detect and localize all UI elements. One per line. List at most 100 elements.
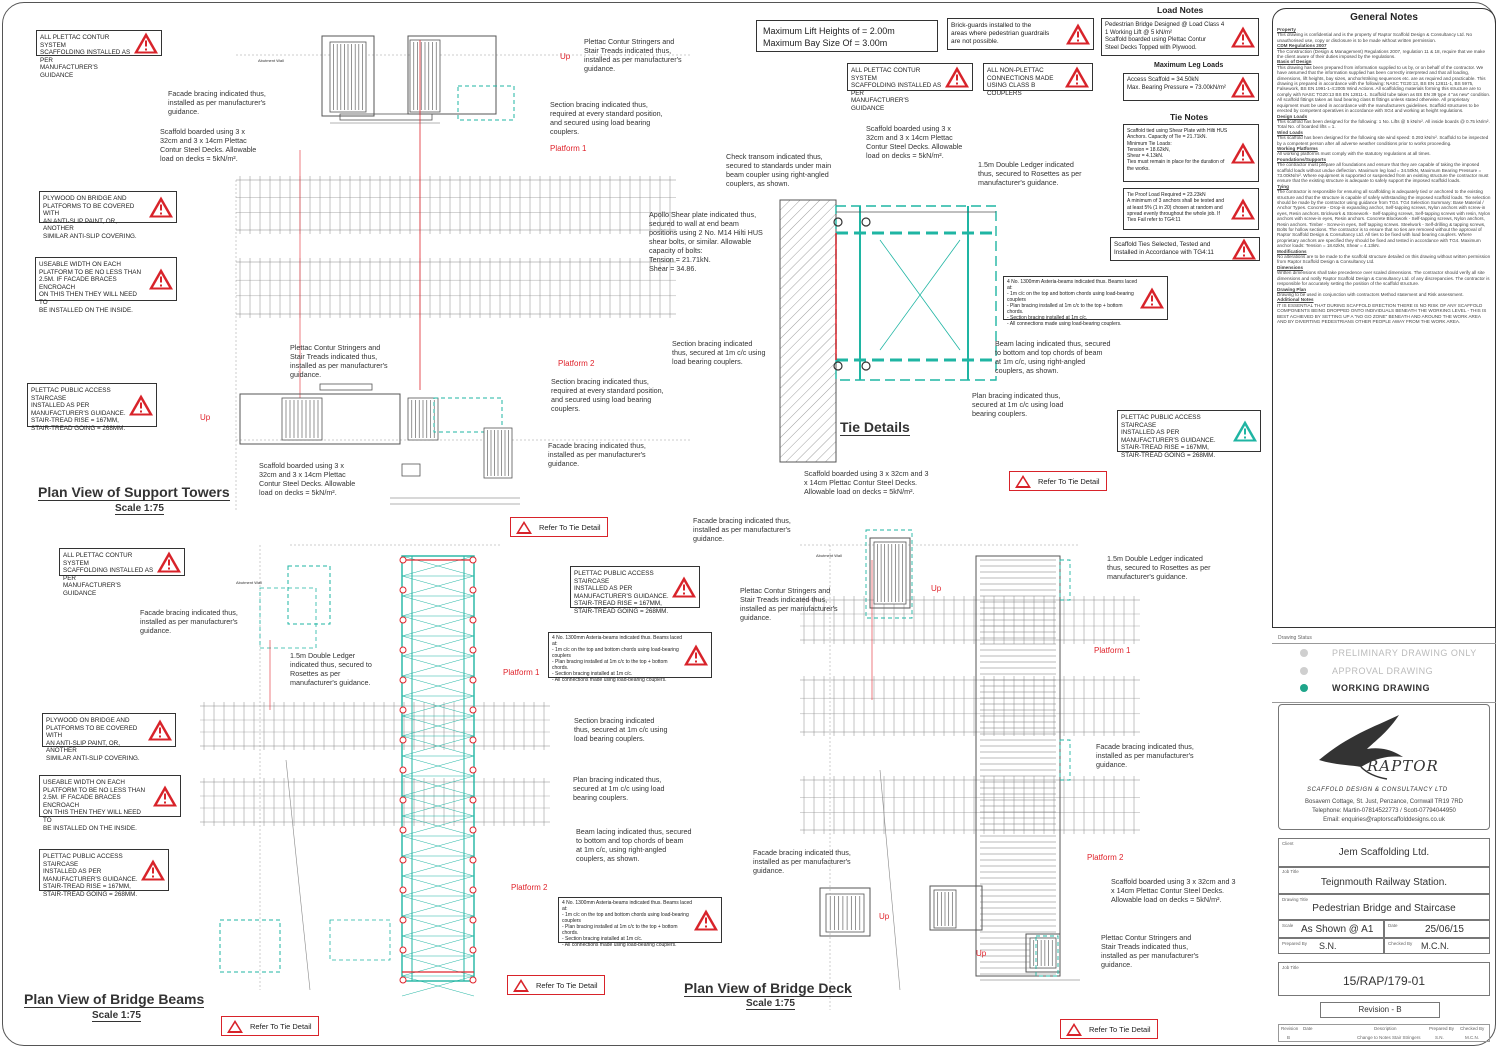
facade-bracing	[865, 529, 913, 619]
platform-1-label-2: Platform 1	[503, 668, 540, 677]
warning-icon	[1231, 198, 1255, 220]
general-notes-text: Written dimensions shall take precedence…	[1277, 270, 1490, 287]
facade-bracing	[219, 919, 281, 973]
platform-2-label-2: Platform 2	[511, 883, 548, 892]
general-notes-heading: Modifications	[1277, 248, 1307, 254]
general-notes-heading: Additional Notes	[1277, 297, 1314, 303]
warning-icon	[1231, 26, 1255, 48]
section-bracing	[879, 239, 961, 351]
rosette-icon	[399, 766, 407, 774]
status-working: WORKING DRAWING	[1276, 681, 1494, 696]
up-label: Up	[976, 949, 987, 958]
facade-bracing	[287, 565, 331, 625]
plan-bracing	[401, 595, 475, 617]
tower-frame	[239, 393, 401, 445]
plan-bracing	[401, 555, 475, 577]
plan-bracing	[401, 775, 475, 797]
rosette-icon	[399, 946, 407, 954]
plan-bracing	[401, 815, 475, 837]
general-notes-text: The contractor is responsible for ensuri…	[1277, 189, 1491, 249]
plan-bracing	[401, 895, 475, 917]
warning-icon	[149, 196, 173, 218]
job-number-field: Job Title 15/RAP/179-01	[1278, 962, 1490, 996]
pedestrian-bridge-callout: Pedestrian Bridge Designed @ Load Class …	[1101, 18, 1259, 56]
plan-bracing	[401, 615, 475, 637]
refer-tie-detail-button[interactable]: Refer To Tie Detail	[510, 517, 608, 537]
deck-scaffold-note: Scaffold boarded using 3 x 32cm and 3 x …	[804, 469, 929, 496]
revision-field: Revision - B	[1320, 1002, 1440, 1018]
tie-frame	[835, 205, 997, 381]
logo-text: RAPTOR	[1367, 757, 1439, 775]
load-notes-title: Load Notes	[1157, 5, 1204, 15]
staircase-callout-4: PLETTAC PUBLIC ACCESS STAIRCASE INSTALLE…	[1117, 410, 1261, 459]
warning-icon	[684, 644, 708, 666]
rosette-icon	[469, 946, 477, 954]
plan-bracing	[401, 735, 475, 757]
tie-section-bracing-note: Section bracing indicated thus, secured …	[672, 339, 766, 366]
refer-tie-detail-button[interactable]: Refer To Tie Detail	[507, 975, 605, 995]
refer-tie-detail-button[interactable]: Refer To Tie Detail	[1009, 471, 1107, 491]
staircase-callout-2: PLETTAC PUBLIC ACCESS STAIRCASE INSTALLE…	[39, 849, 169, 898]
tie-scaffold-note: Scaffold boarded using 3 x 32cm and 3 x …	[866, 124, 963, 160]
rosette-icon	[399, 586, 407, 594]
rosette-icon	[469, 706, 477, 714]
rosette-icon	[469, 856, 477, 864]
rosette-icon	[399, 826, 407, 834]
warning-icon	[1231, 142, 1255, 164]
bridge-beam	[401, 555, 475, 982]
general-notes-title: General Notes	[1350, 12, 1418, 23]
general-notes-heading: Working Platforms	[1277, 145, 1318, 151]
general-notes-heading: CDM Regulations 2007	[1277, 43, 1327, 49]
general-notes-text: This scaffold has been designed for the …	[1277, 135, 1489, 146]
facade-bracing	[1035, 935, 1059, 977]
rosette-icon	[469, 796, 477, 804]
tie-notes-box-1: Scaffold tied using Shear Plate with Hil…	[1123, 124, 1259, 182]
platform-2-label-3: Platform 2	[1087, 853, 1124, 862]
plan-bracing	[401, 955, 475, 977]
status-dot-icon	[1300, 667, 1308, 675]
rosette-icon	[399, 676, 407, 684]
drawing-line	[319, 383, 373, 391]
company-telephone: Telephone: Martin-07814522773 / Scott-07…	[1312, 808, 1456, 814]
warning-icon	[157, 551, 181, 573]
warning-icon	[149, 268, 173, 290]
deck-ledger-note: 1.5m Double Ledger indicated thus, secur…	[1107, 554, 1211, 581]
section-bracing-1m-note: Section bracing indicated thus, secured …	[574, 716, 668, 743]
facade-bracing-note-2: Facade bracing indicated thus, installed…	[548, 441, 646, 468]
plan-bracing-note: Plan bracing indicated thus, secured at …	[573, 775, 665, 802]
rosette-icon	[399, 616, 407, 624]
facade-bracing-note-5: Facade bracing indicated thus, installed…	[1096, 742, 1194, 769]
general-notes-heading: Tying	[1277, 183, 1289, 189]
raptor-logo-icon	[1319, 715, 1403, 780]
plan-bracing	[401, 635, 475, 657]
tie-notes-box-3: Scaffold Ties Selected, Tested and Insta…	[1110, 237, 1260, 261]
scaffold-boarded-note-2: Scaffold boarded using 3 x 32cm and 3 x …	[259, 461, 356, 497]
wall-section	[779, 199, 837, 463]
ledger-note: 1.5m Double Ledger indicated thus, secur…	[290, 651, 372, 687]
drawing-line	[401, 463, 421, 477]
deck-hatch	[1029, 937, 1057, 969]
useable-width-callout: USEABLE WIDTH ON EACH PLATFORM TO BE NO …	[35, 257, 177, 314]
refer-tie-detail-button[interactable]: Refer To Tie Detail	[221, 1016, 319, 1036]
date-field: Date 25/06/15	[1384, 920, 1490, 938]
asteria-beams-callout-2: 4 No. 1300mm Asteria-beams indicated thu…	[558, 897, 722, 948]
coupler-icon	[861, 361, 871, 371]
general-notes-text: No alterations are to be made to the sca…	[1277, 254, 1491, 265]
facade-bracing	[457, 85, 515, 121]
contur-system-callout: ALL PLETTAC CONTUR SYSTEM SCAFFOLDING IN…	[36, 30, 162, 79]
rosette-icon	[469, 736, 477, 744]
rosette-icon	[469, 556, 477, 564]
tie-details-title: Tie Details	[840, 419, 910, 436]
drawing-title-field: Drawing Title Pedestrian Bridge and Stai…	[1278, 894, 1490, 920]
rosette-icon	[469, 676, 477, 684]
coupler-icon	[833, 361, 843, 371]
general-notes-text: IT IS ESSENTIAL THAT DURING SCAFFOLD ERE…	[1277, 302, 1487, 324]
refer-tie-detail-button[interactable]: Refer To Tie Detail	[1060, 1019, 1158, 1039]
stringers-note-2: Plettac Contur Stringers and Stair Tread…	[290, 343, 388, 379]
warning-icon	[134, 32, 158, 54]
warning-icon	[129, 394, 153, 416]
company-email: Email: enquiries@raptorscaffolddesigns.c…	[1323, 817, 1445, 823]
general-notes-text: This drawing is confidential and is the …	[1277, 32, 1472, 43]
